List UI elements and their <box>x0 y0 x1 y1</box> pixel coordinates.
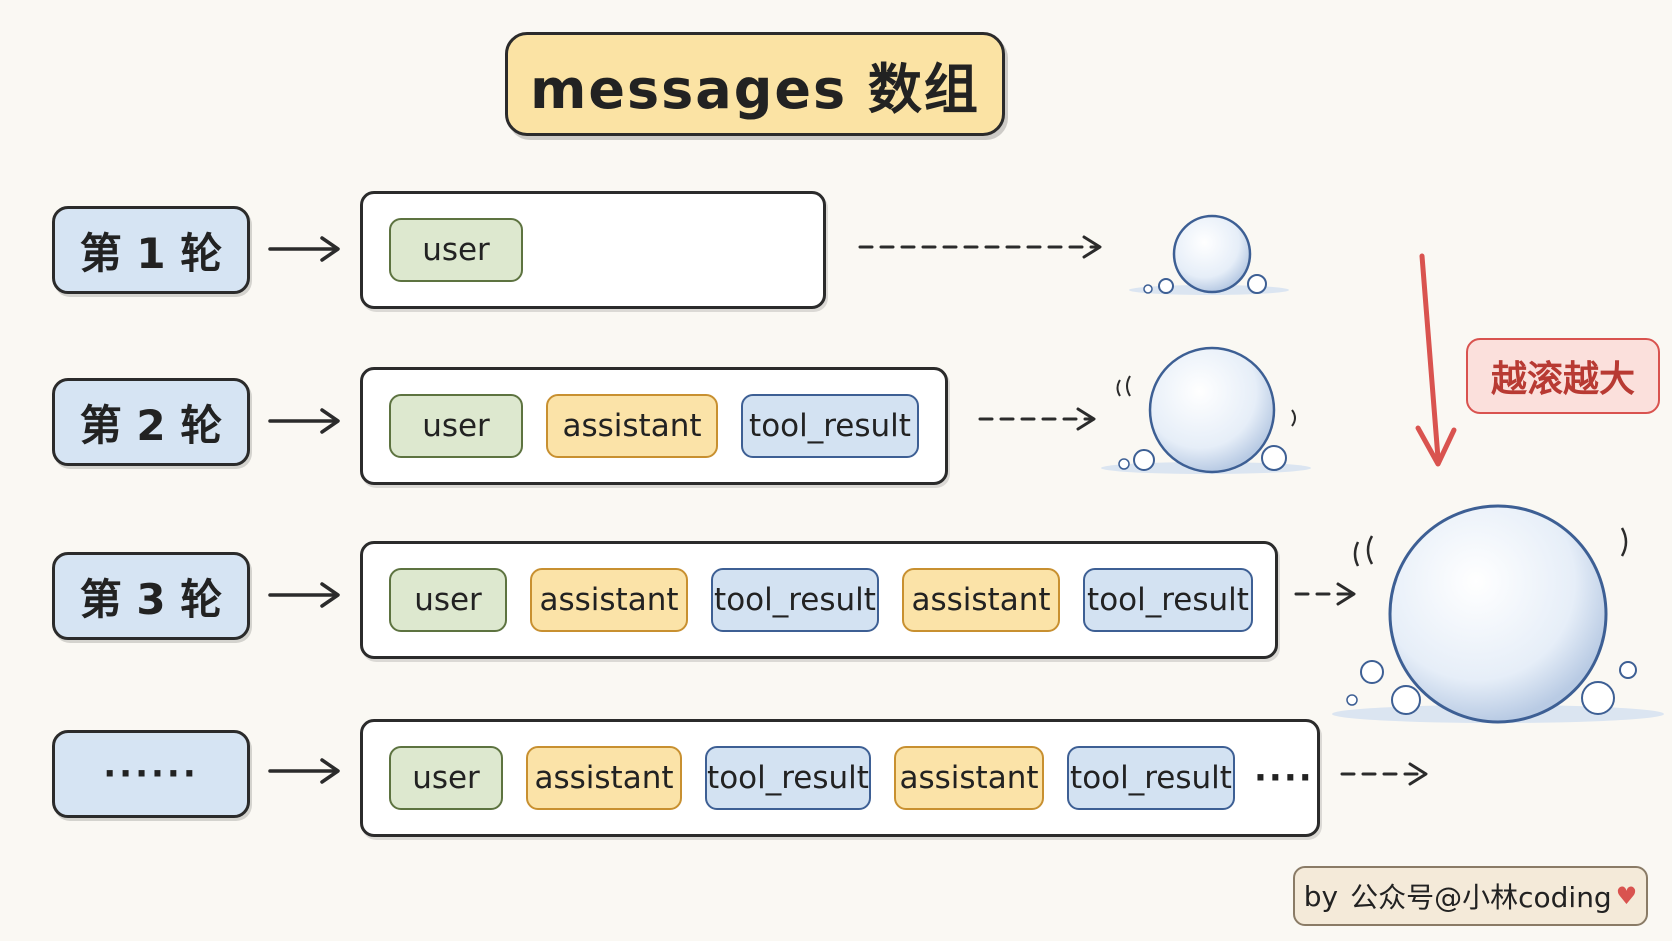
message-assistant: assistant <box>546 394 718 458</box>
messages-row-3: user assistant tool_result assistant too… <box>360 541 1278 659</box>
message-tool-result: tool_result <box>741 394 919 458</box>
message-tool-result: tool_result <box>711 568 879 632</box>
message-tool-result: tool_result <box>1083 568 1253 632</box>
grow-label: 越滚越大 <box>1466 338 1660 414</box>
message-tool-result: tool_result <box>705 746 871 810</box>
message-assistant: assistant <box>530 568 688 632</box>
message-assistant: assistant <box>526 746 682 810</box>
round-label-3: 第 3 轮 <box>52 552 250 640</box>
dashed-arrow-icon <box>1294 582 1356 606</box>
right-arrow-icon <box>268 236 340 262</box>
growth-arrow-icon <box>1415 253 1457 467</box>
right-arrow-icon <box>268 758 340 784</box>
large-snowball-icon <box>1332 504 1664 724</box>
credit-badge: by 公众号@小林coding ♥ <box>1293 866 1648 926</box>
messages-row-2: user assistant tool_result <box>360 367 948 485</box>
diagram-title: messages 数组 <box>530 57 980 121</box>
medium-snowball-icon <box>1101 346 1311 474</box>
more-messages-ellipsis: ···· <box>1254 758 1314 798</box>
message-assistant: assistant <box>894 746 1044 810</box>
title-box: messages 数组 <box>505 32 1005 136</box>
message-user: user <box>389 746 503 810</box>
dashed-arrow-icon <box>858 235 1102 259</box>
round-label-2: 第 2 轮 <box>52 378 250 466</box>
round-label-more: ······ <box>52 730 250 818</box>
round-label-1-text: 第 1 轮 <box>79 228 223 278</box>
credit-text: 公众号@小林coding <box>1350 881 1612 914</box>
messages-row-more: user assistant tool_result assistant too… <box>360 719 1320 837</box>
dashed-arrow-icon <box>978 407 1096 431</box>
message-user: user <box>389 218 523 282</box>
round-label-2-text: 第 2 轮 <box>79 400 223 450</box>
message-user: user <box>389 568 507 632</box>
grow-label-text: 越滚越大 <box>1490 359 1635 400</box>
credit-prefix: by <box>1303 879 1339 913</box>
messages-row-1: user <box>360 191 826 309</box>
small-snowball-icon <box>1129 214 1289 295</box>
round-label-3-text: 第 3 轮 <box>79 574 223 624</box>
round-label-more-text: ······ <box>103 754 199 794</box>
message-assistant: assistant <box>902 568 1060 632</box>
heart-icon: ♥ <box>1615 882 1638 910</box>
round-label-1: 第 1 轮 <box>52 206 250 294</box>
message-tool-result: tool_result <box>1067 746 1235 810</box>
right-arrow-icon <box>268 408 340 434</box>
right-arrow-icon <box>268 582 340 608</box>
message-user: user <box>389 394 523 458</box>
dashed-arrow-icon <box>1340 762 1428 786</box>
